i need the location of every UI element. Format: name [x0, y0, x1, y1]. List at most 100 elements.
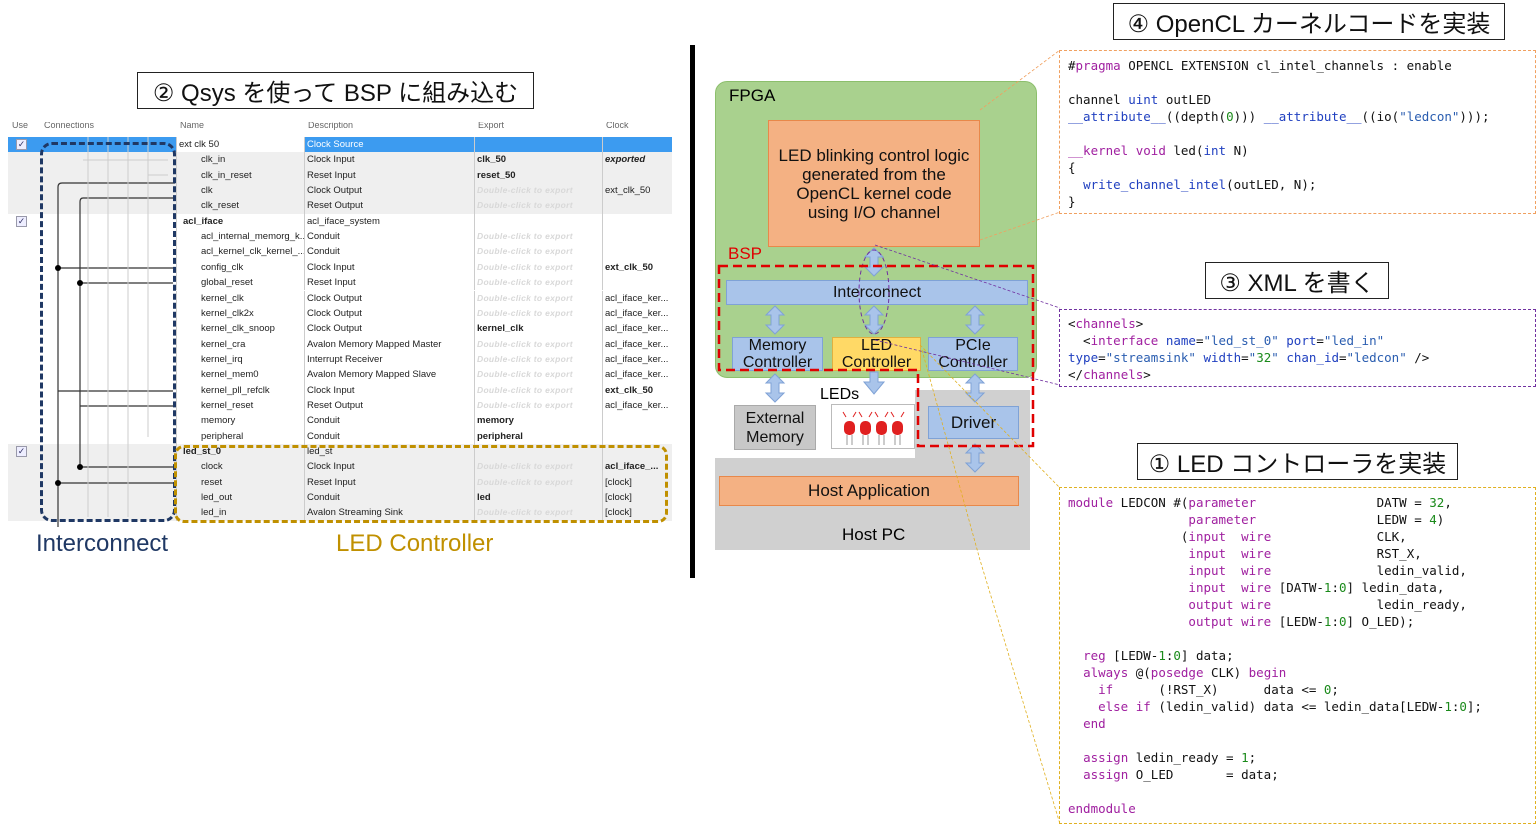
pcie-controller-block: PCIe Controller [928, 337, 1018, 371]
memory-controller-block: Memory Controller [732, 337, 823, 371]
cell-clock: acl_iface_... [602, 459, 672, 475]
code-line [1068, 74, 1527, 91]
cell-name: acl_internal_memorg_k... [176, 229, 304, 245]
cell-name: config_clk [176, 259, 304, 276]
cell-export[interactable]: Double-click to export [474, 367, 601, 383]
divider [690, 45, 695, 578]
code-line: __attribute__((depth(0))) __attribute__(… [1068, 109, 1490, 124]
use-checkbox[interactable]: ✓ [16, 139, 27, 150]
diagram-arrows [717, 247, 1035, 473]
cell-export[interactable]: Double-click to export [474, 459, 601, 475]
cell-export[interactable]: led [474, 490, 601, 506]
cell-export[interactable]: clk_50 [474, 152, 601, 168]
leds-image [831, 404, 915, 449]
cell-desc: Clock Output [304, 183, 474, 199]
use-checkbox[interactable]: ✓ [16, 446, 27, 457]
cell-clock: acl_iface_ker... [602, 397, 672, 414]
connections-graph[interactable] [38, 137, 178, 527]
header-connections: Connections [44, 122, 95, 130]
cell-export[interactable]: Double-click to export [474, 183, 601, 199]
cell-clock: acl_iface_ker... [602, 321, 672, 337]
code-line: write_channel_intel(outLED, N); [1083, 177, 1317, 192]
cell-clock: ext_clk_50 [602, 183, 672, 199]
cell-clock [602, 198, 672, 214]
code-line [1068, 125, 1527, 142]
cell-export[interactable] [474, 137, 601, 153]
cell-name: kernel_clk2x [176, 305, 304, 322]
cell-desc: Clock Source [304, 137, 474, 153]
cell-export[interactable]: Double-click to export [474, 382, 601, 398]
cell-desc: led_st [304, 444, 474, 460]
cell-desc: Clock Input [304, 152, 474, 168]
cell-desc: Reset Input [304, 275, 474, 291]
code-line: <channels> [1068, 316, 1144, 331]
cell-export[interactable]: Double-click to export [474, 244, 601, 260]
cell-export[interactable]: Double-click to export [474, 505, 601, 521]
connection-dot [55, 480, 61, 486]
cell-export[interactable]: Double-click to export [474, 198, 601, 214]
header-use: Use [12, 122, 29, 130]
cell-clock [602, 413, 672, 429]
connection-dot [77, 464, 83, 470]
code-line: endmodule [1068, 801, 1136, 816]
xml-step-title: ③ XML を書く [1205, 262, 1389, 299]
cell-desc: Avalon Memory Mapped Slave [304, 367, 474, 383]
code-line: end [1083, 716, 1106, 731]
led-controller-highlight-frame [174, 445, 668, 523]
code-line [1068, 630, 1527, 647]
code-line: parameter LEDW = 4) [1188, 512, 1445, 527]
cell-name: clk [176, 183, 304, 199]
cell-name: kernel_pll_refclk [176, 382, 304, 398]
cell-name: peripheral [176, 428, 304, 444]
cell-export[interactable]: Double-click to export [474, 229, 601, 245]
code-line: output wire ledin_ready, [1188, 597, 1467, 612]
header-clock: Clock [606, 122, 629, 130]
cell-export[interactable]: Double-click to export [474, 305, 601, 322]
use-checkbox[interactable]: ✓ [16, 215, 27, 227]
cell-clock [602, 444, 672, 460]
host-application-block: Host Application [719, 476, 1019, 506]
code-line: type="streamsink" width="32" chan_id="le… [1068, 350, 1430, 365]
cell-clock [602, 275, 672, 291]
cell-export[interactable]: memory [474, 413, 601, 429]
code-line: channel uint outLED [1068, 92, 1212, 107]
code-line: else if (ledin_valid) data <= ledin_data… [1098, 699, 1482, 714]
led-icon [842, 411, 905, 445]
code-line: if (!RST_X) data <= 0; [1098, 682, 1339, 697]
led-controller-label: LED Controller [336, 530, 494, 557]
cell-name: clk_in [176, 152, 304, 168]
cell-clock: acl_iface_ker... [602, 305, 672, 322]
cell-desc: Conduit [304, 229, 474, 245]
cell-clock [602, 167, 672, 184]
cell-export[interactable]: Double-click to export [474, 259, 601, 276]
cell-export[interactable]: Double-click to export [474, 474, 601, 491]
code-line: #pragma OPENCL EXTENSION cl_intel_channe… [1068, 58, 1452, 73]
cell-name: kernel_mem0 [176, 367, 304, 383]
cell-export[interactable]: Double-click to export [474, 397, 601, 414]
cell-name: kernel_cra [176, 336, 304, 352]
cell-desc: Conduit [304, 413, 474, 429]
cell-export[interactable]: kernel_clk [474, 321, 601, 337]
cell-clock: [clock] [602, 474, 672, 491]
cell-export[interactable]: Double-click to export [474, 351, 601, 368]
cell-export[interactable] [474, 444, 601, 460]
cell-clock: acl_iface_ker... [602, 290, 672, 306]
cell-clock [602, 428, 672, 444]
cell-desc: Clock Output [304, 321, 474, 337]
cell-export[interactable]: Double-click to export [474, 275, 601, 291]
cell-export[interactable]: reset_50 [474, 167, 601, 184]
xml-channels-code: <channels> <interface name="led_st_0" po… [1059, 309, 1536, 387]
cell-export[interactable]: peripheral [474, 428, 601, 444]
cell-clock: acl_iface_ker... [602, 351, 672, 368]
cell-export[interactable]: Double-click to export [474, 336, 601, 352]
code-line: } [1068, 194, 1076, 209]
cell-clock: [clock] [602, 490, 672, 506]
code-line: assign ledin_ready = 1; [1083, 750, 1257, 765]
code-line: always @(posedge CLK) begin [1083, 665, 1287, 680]
cell-export[interactable]: Double-click to export [474, 290, 601, 306]
cell-clock [602, 244, 672, 260]
cell-export[interactable] [474, 213, 601, 230]
kernel-logic-block: LED blinking control logic generated fro… [768, 120, 980, 247]
cell-name: kernel_clk [176, 290, 304, 306]
cell-clock: ext_clk_50 [602, 259, 672, 276]
